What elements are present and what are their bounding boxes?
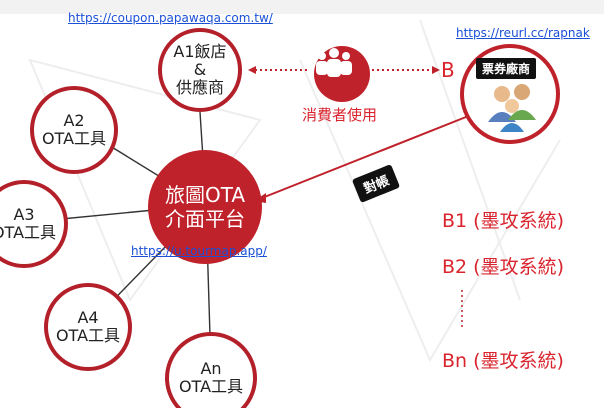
b1-item: B1 (墨攻系統): [442, 210, 564, 232]
node-a2-line2: OTA工具: [41, 129, 107, 148]
ticket-vendor-label: 票券廠商: [476, 58, 537, 79]
center-line2: 介面平台: [165, 207, 245, 231]
node-a1-line3: 供應商: [175, 78, 224, 97]
node-an-line2: OTA工具: [178, 377, 244, 396]
bn-item: Bn (墨攻系統): [442, 350, 564, 372]
node-a3-line2: OTA工具: [0, 223, 57, 242]
node-a3: A3 OTA工具: [0, 180, 68, 268]
people-group-icon: [316, 48, 352, 77]
node-an-line1: An: [200, 359, 222, 378]
node-a4-line1: A4: [77, 308, 99, 327]
node-a1: A1飯店 & 供應商: [158, 28, 242, 112]
node-an: An OTA工具: [165, 332, 257, 408]
tourmap-url-link[interactable]: https://u.tourmap.app/: [131, 244, 267, 258]
node-a4-line2: OTA工具: [55, 326, 121, 345]
reconcile-arrow: [261, 116, 467, 199]
center-line1: 旅圖OTA: [164, 183, 246, 207]
ticket-vendor-node: 票券廠商: [460, 44, 560, 144]
coupon-url-link[interactable]: https://coupon.papawaqa.com.tw/: [68, 11, 273, 25]
b2-item: B2 (墨攻系統): [442, 256, 564, 278]
b-label: B: [441, 58, 455, 82]
node-center-platform: 旅圖OTA 介面平台: [148, 150, 262, 264]
vendor-people-icon: [488, 84, 536, 132]
consumer-label: 消費者使用: [302, 106, 378, 124]
node-a3-line1: A3: [13, 205, 35, 224]
node-a2-line1: A2: [63, 111, 85, 130]
reurl-link[interactable]: https://reurl.cc/rapnak: [456, 26, 590, 40]
node-a1-line2: &: [193, 60, 207, 79]
node-a4: A4 OTA工具: [44, 283, 132, 371]
consumers-icon: [314, 46, 370, 102]
node-a1-line1: A1飯店: [173, 42, 227, 61]
node-a2: A2 OTA工具: [30, 86, 118, 174]
